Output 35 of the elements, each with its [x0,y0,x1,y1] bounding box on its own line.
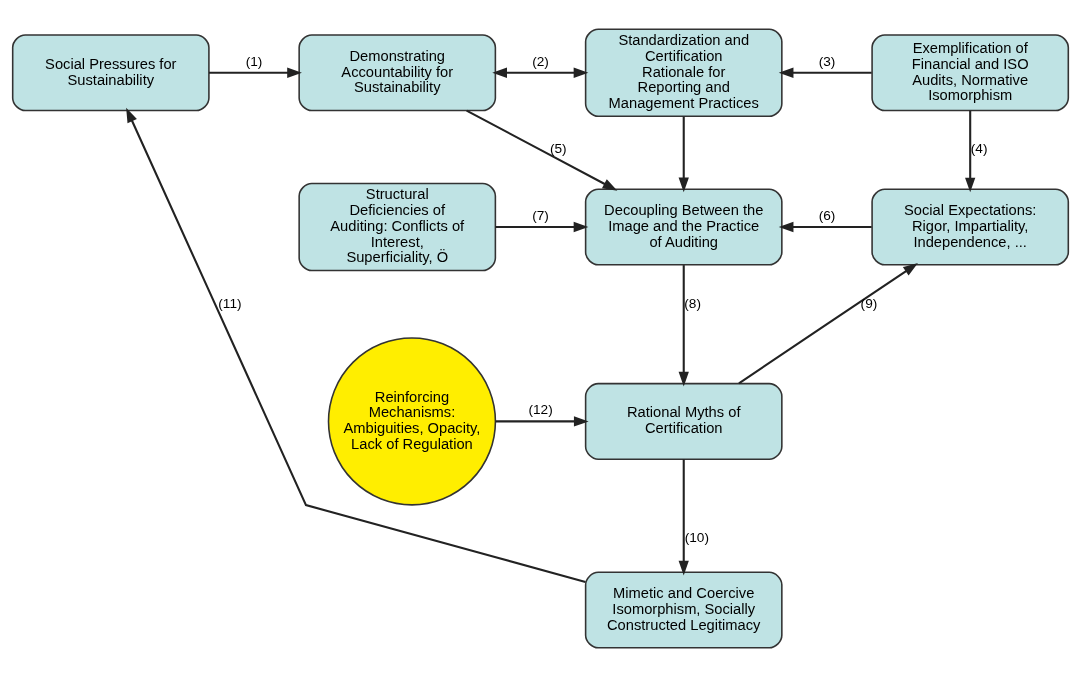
node-box: Rational Myths of Certification [584,382,783,460]
edge-label: (9) [860,295,878,311]
edge-label: (4) [970,141,988,157]
arrow [492,67,589,78]
arrow [778,67,872,78]
node-box: Demonstrating Accountability for Sustainability [298,34,497,112]
edge-label: (7) [532,208,549,224]
edge-label: (2) [532,53,549,69]
node-box: Social Pressures for Sustainability [11,34,210,112]
arrow [965,110,976,193]
arrow [778,221,872,233]
node-box: Exemplification of Financial and ISO Audits, Normative Isomorphism [871,34,1070,112]
edge-label: (6) [818,208,836,224]
edge-label: (12) [528,402,553,418]
node-box: Social Expectations: Rigor, Impartiality, Independence, ... [871,188,1070,266]
node-box: Standardization and Certification Rationale for Reporting and Management Practices [584,28,783,118]
arrow [495,221,589,233]
node-box: Mimetic and Coercive Isomorphism, Socially Constructed Legitimacy [584,571,783,649]
arrow [126,107,586,583]
node-box: Structural Deficiencies of Auditing: Conflicts of Interest, Superficiality, Ö [298,182,497,272]
arrow [678,116,689,193]
arrow [466,109,618,191]
arrow [495,416,589,427]
node-box: Decoupling Between the Image and the Practice of Auditing [584,188,783,266]
node-circle: Reinforcing Mechanisms: Ambiguities, Opacity, Lack of Regulation [327,337,497,506]
arrow [209,67,302,78]
edge-label: (5) [550,141,567,157]
arrow [678,265,689,387]
edge-label: (1) [245,53,263,69]
edge-label: (3) [818,53,836,69]
edge-label: (11) [218,295,242,311]
arrow [738,263,918,385]
edge-label: (8) [684,295,701,311]
edge-label: (10) [684,530,709,546]
arrow [678,459,689,576]
